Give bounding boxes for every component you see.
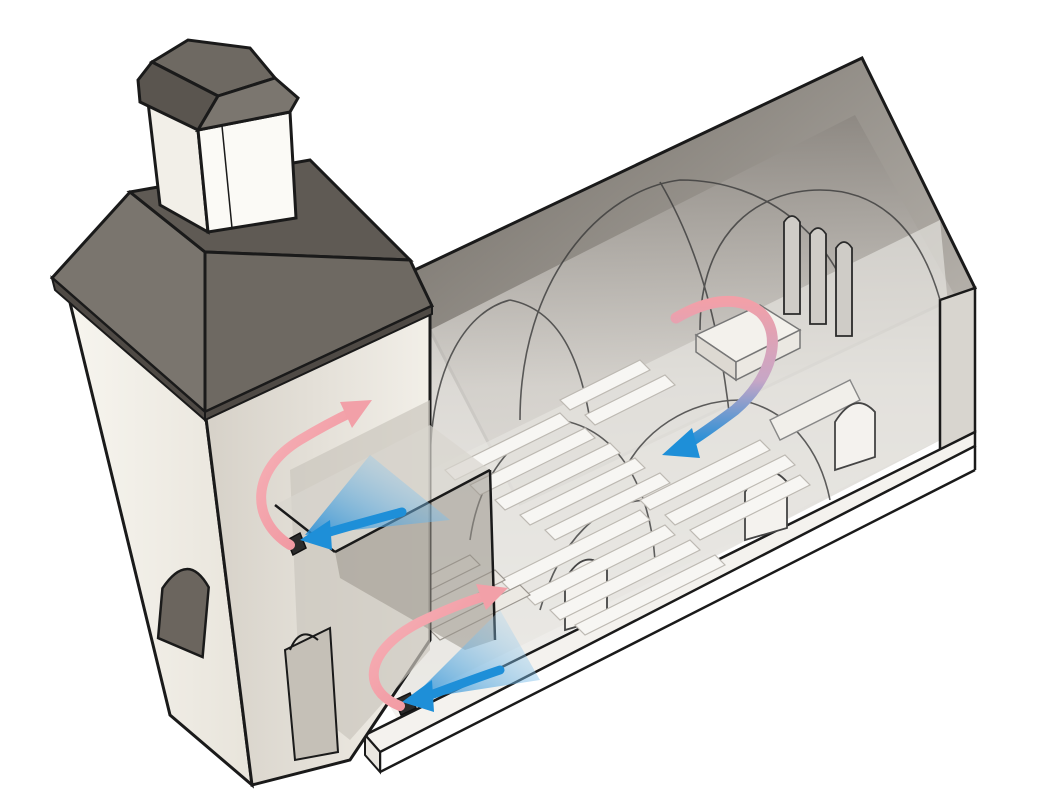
warm-air-lower bbox=[368, 584, 508, 711]
warm-arrow-icon bbox=[368, 591, 490, 711]
tower-door bbox=[156, 567, 210, 659]
lantern-right bbox=[196, 110, 298, 234]
stair-opening bbox=[283, 626, 340, 762]
back-windows bbox=[783, 215, 853, 337]
mixed-arrow-icon bbox=[670, 295, 778, 451]
nave bbox=[362, 56, 978, 775]
lantern-cap-right bbox=[195, 76, 300, 133]
tower-roof-eave-right bbox=[204, 304, 433, 422]
nave-floor bbox=[400, 220, 960, 705]
cold-air-upper bbox=[300, 455, 450, 550]
altar bbox=[694, 304, 861, 441]
pews-front-block bbox=[498, 439, 812, 636]
circulation-arrow-altar bbox=[662, 295, 778, 458]
pews-back-block bbox=[443, 359, 677, 541]
warm-air-upper bbox=[256, 400, 372, 550]
cold-air-lower bbox=[402, 610, 540, 712]
nave-gable-wall bbox=[938, 286, 977, 453]
